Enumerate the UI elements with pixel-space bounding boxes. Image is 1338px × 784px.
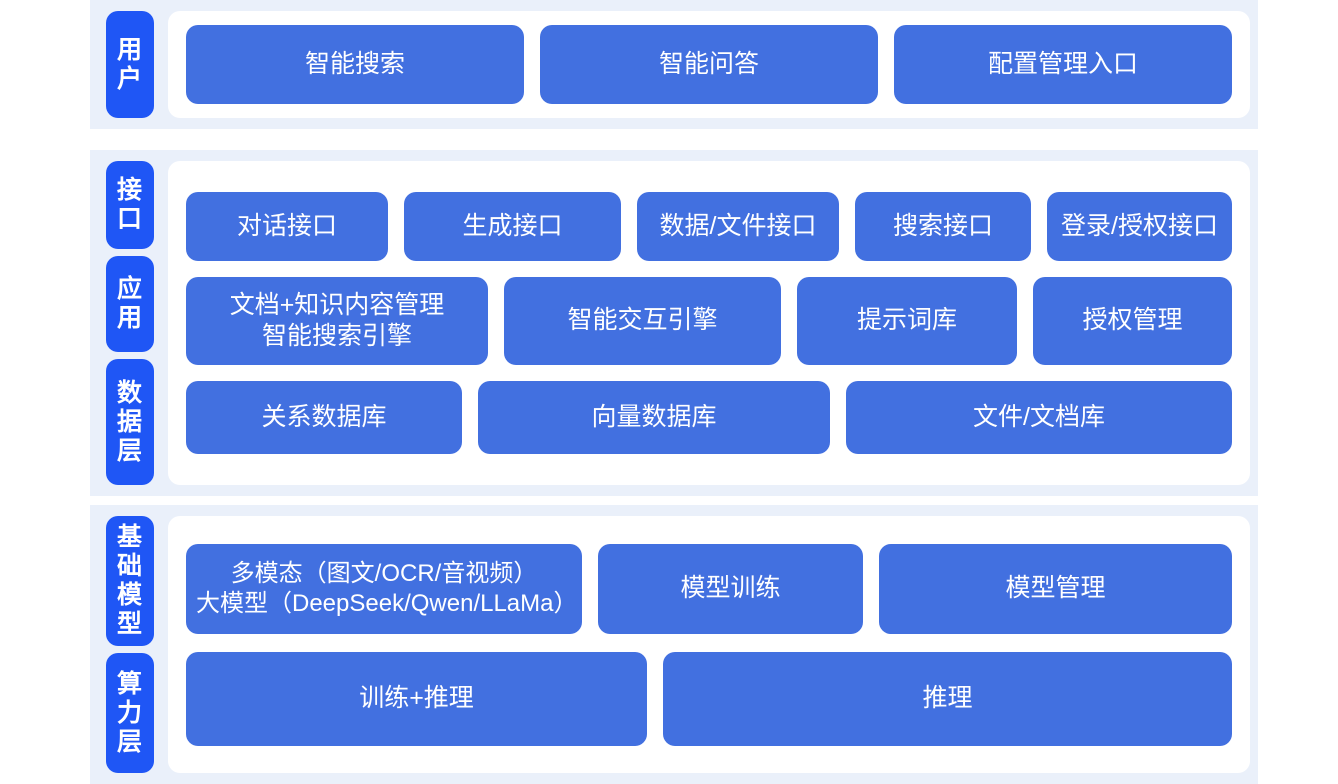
- row-data-store: 关系数据库 向量数据库 文件/文档库: [186, 381, 1232, 454]
- panel-user-layer: 智能搜索 智能问答 配置管理入口: [168, 11, 1250, 118]
- box-smart-search[interactable]: 智能搜索: [186, 25, 524, 104]
- layer-tab-interface-label: 接口: [116, 176, 143, 233]
- box-data-file-api[interactable]: 数据/文件接口: [637, 192, 839, 261]
- layer-tab-data[interactable]: 数据层: [106, 359, 154, 485]
- box-file-document-store[interactable]: 文件/文档库: [846, 381, 1232, 454]
- box-relational-database[interactable]: 关系数据库: [186, 381, 462, 454]
- box-login-auth-api[interactable]: 登录/授权接口: [1047, 192, 1232, 261]
- box-generation-api[interactable]: 生成接口: [404, 192, 621, 261]
- row-application: 文档+知识内容管理 智能搜索引擎 智能交互引擎 提示词库 授权管理: [186, 277, 1232, 365]
- layer-tab-application-label: 应用: [116, 275, 143, 332]
- layer-tab-compute-label: 算力层: [116, 669, 143, 756]
- box-dialog-api[interactable]: 对话接口: [186, 192, 388, 261]
- box-config-management-entry[interactable]: 配置管理入口: [894, 25, 1232, 104]
- box-multimodal-large-model[interactable]: 多模态（图文/OCR/音视频） 大模型（DeepSeek/Qwen/LLaMa）: [186, 543, 582, 634]
- panel-foundation-layer: 多模态（图文/OCR/音视频） 大模型（DeepSeek/Qwen/LLaMa）…: [168, 516, 1250, 773]
- layer-tab-compute[interactable]: 算力层: [106, 653, 154, 773]
- box-doc-knowledge-management[interactable]: 文档+知识内容管理 智能搜索引擎: [186, 277, 488, 365]
- layer-tab-rail-user: 用户: [90, 0, 154, 129]
- box-model-management[interactable]: 模型管理: [879, 543, 1232, 634]
- box-smart-qa[interactable]: 智能问答: [540, 25, 878, 104]
- layer-tab-user[interactable]: 用户: [106, 11, 154, 118]
- row-user-entries: 智能搜索 智能问答 配置管理入口: [186, 25, 1232, 104]
- layer-tab-rail-foundation: 基础模型 算力层: [90, 505, 154, 784]
- row-compute: 训练+推理 推理: [186, 651, 1232, 746]
- layer-tab-rail-platform: 接口 应用 数据层: [90, 150, 154, 496]
- box-prompt-library[interactable]: 提示词库: [797, 277, 1017, 365]
- layer-tab-user-label: 用户: [116, 35, 143, 93]
- box-inference[interactable]: 推理: [663, 651, 1232, 746]
- section-user-layer: 用户 智能搜索 智能问答 配置管理入口: [90, 0, 1258, 129]
- panel-platform-layer: 对话接口 生成接口 数据/文件接口 搜索接口 登录/授权接口 文档+知识内容管理…: [168, 161, 1250, 485]
- box-smart-interaction-engine[interactable]: 智能交互引擎: [504, 277, 781, 365]
- box-model-training[interactable]: 模型训练: [598, 543, 863, 634]
- section-foundation-layer: 基础模型 算力层 多模态（图文/OCR/音视频） 大模型（DeepSeek/Qw…: [90, 505, 1258, 784]
- row-foundation-model: 多模态（图文/OCR/音视频） 大模型（DeepSeek/Qwen/LLaMa）…: [186, 543, 1232, 634]
- layer-tab-foundation-model[interactable]: 基础模型: [106, 516, 154, 646]
- box-search-api[interactable]: 搜索接口: [855, 192, 1031, 261]
- box-training-inference[interactable]: 训练+推理: [186, 651, 647, 746]
- row-interface: 对话接口 生成接口 数据/文件接口 搜索接口 登录/授权接口: [186, 192, 1232, 261]
- layer-tab-foundation-model-label: 基础模型: [116, 523, 143, 638]
- box-vector-database[interactable]: 向量数据库: [478, 381, 830, 454]
- layer-tab-data-label: 数据层: [116, 378, 143, 465]
- layer-tab-interface[interactable]: 接口: [106, 161, 154, 249]
- box-authorization-management[interactable]: 授权管理: [1033, 277, 1232, 365]
- layer-tab-application[interactable]: 应用: [106, 256, 154, 352]
- section-platform-layer: 接口 应用 数据层 对话接口 生成接口 数据/文件接口 搜索接口 登录/授权接口…: [90, 150, 1258, 496]
